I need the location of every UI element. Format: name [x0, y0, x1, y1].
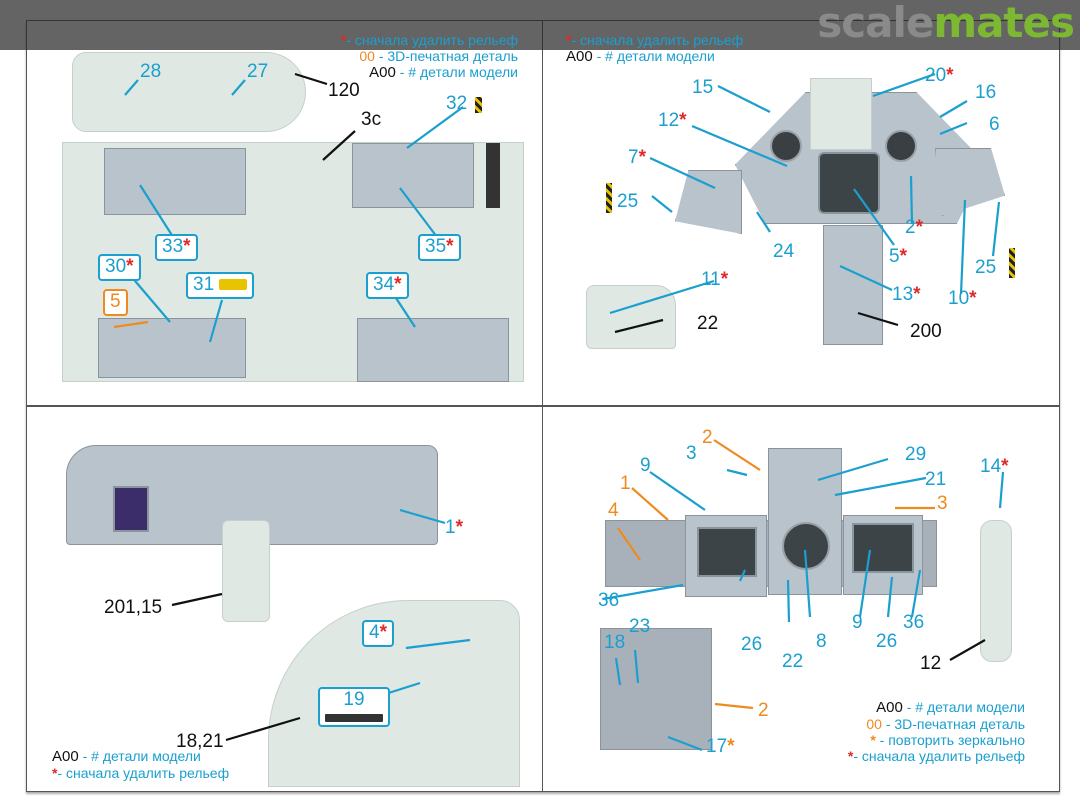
label-5: 5* — [889, 246, 907, 267]
side-panel-22 — [586, 285, 676, 349]
legend-bottom-right: A00 - # детали модели 00 - 3D-печатная д… — [847, 699, 1025, 765]
label-6: 6 — [989, 114, 1000, 135]
label-12: 12* — [658, 110, 687, 131]
instrument-panel-34 — [357, 318, 509, 382]
label-22: 22 — [782, 651, 804, 672]
label-25-right: 25 — [975, 257, 997, 278]
label-1-printed: 1 — [620, 473, 631, 494]
label-12: 12 — [920, 653, 942, 674]
label-24: 24 — [773, 241, 795, 262]
gauge — [770, 130, 802, 162]
callout-31: 31 — [186, 272, 255, 299]
label-120: 120 — [328, 80, 360, 101]
canopy-part — [72, 52, 306, 132]
star-red-icon: * — [340, 32, 347, 48]
led-strip-icon — [325, 713, 383, 722]
label-18: 18 — [604, 632, 626, 653]
label-11: 11* — [701, 269, 729, 290]
label-13: 13* — [892, 284, 921, 305]
label-18-21: 18,21 — [176, 731, 224, 752]
label-36-right: 36 — [903, 612, 925, 633]
legend-bottom-left: A00 - # детали модели *- сначала удалить… — [52, 748, 230, 782]
callout-30: 30* — [98, 254, 141, 281]
callout-34: 34* — [366, 272, 409, 299]
label-2-bottom: 2 — [758, 700, 769, 721]
cylinder-part-201 — [222, 520, 270, 622]
horizontal-divider — [26, 405, 1060, 407]
label-200: 200 — [910, 321, 942, 342]
radar-scope-8 — [782, 522, 830, 570]
hazard-tag-32 — [475, 97, 482, 113]
label-14: 14* — [980, 456, 1009, 477]
hazard-pin-25-left — [606, 183, 612, 213]
instrument-panel-33 — [104, 148, 246, 215]
label-22: 22 — [697, 313, 719, 334]
right-mfd-screen-9 — [852, 523, 914, 573]
label-7: 7* — [628, 147, 646, 168]
legend-top-right: *- сначала удалить рельеф A00 - # детали… — [566, 32, 744, 66]
label-10: 10* — [948, 288, 977, 309]
lower-block-unit — [600, 628, 712, 750]
instrument-panel-35 — [352, 143, 474, 208]
label-1: 1* — [445, 517, 463, 538]
label-23: 23 — [629, 616, 651, 637]
control-stick-12 — [980, 520, 1012, 662]
instrument-panel-30 — [98, 318, 246, 378]
label-21: 21 — [925, 469, 947, 490]
label-8: 8 — [816, 631, 827, 652]
left-mfd-screen-9 — [697, 527, 757, 577]
dashboard-screen — [113, 486, 149, 532]
callout-35: 35* — [418, 234, 461, 261]
label-32: 32 — [446, 93, 468, 114]
label-3-left: 3 — [686, 443, 697, 464]
yellow-strip-icon — [219, 279, 248, 291]
label-26-left: 26 — [741, 634, 763, 655]
star-orange-icon: * — [870, 732, 876, 749]
label-16: 16 — [975, 82, 997, 103]
label-3c: 3c — [361, 109, 382, 130]
label-15: 15 — [692, 77, 714, 98]
label-29: 29 — [905, 444, 927, 465]
label-4-printed: 4 — [608, 500, 619, 521]
callout-4: 4* — [362, 620, 394, 647]
callout-19: 19 — [318, 687, 390, 727]
label-17: 17* — [706, 736, 735, 757]
hud-block — [810, 78, 872, 150]
label-25-left: 25 — [617, 191, 639, 212]
label-9-right: 9 — [852, 612, 863, 633]
mfd-screen-5 — [818, 152, 880, 214]
callout-33: 33* — [155, 234, 198, 261]
watermark-banner — [0, 0, 1080, 50]
label-26-right: 26 — [876, 631, 898, 652]
label-201-15: 201,15 — [104, 597, 163, 618]
label-9-left: 9 — [640, 455, 651, 476]
gauge — [885, 130, 917, 162]
hazard-pin-25-right — [1009, 248, 1015, 278]
center-console-panel — [823, 225, 883, 345]
label-28: 28 — [140, 61, 162, 82]
dark-rail — [486, 143, 500, 208]
scalemates-logo: scalemates — [817, 0, 1075, 47]
callout-5-printed: 5 — [103, 289, 128, 316]
label-20: 20* — [925, 65, 954, 86]
legend-top-left: *- сначала удалить рельеф 00 - 3D-печатн… — [340, 32, 518, 82]
label-3-right: 3 — [937, 493, 948, 514]
label-2: 2* — [905, 217, 923, 238]
label-36-left: 36 — [598, 590, 620, 611]
label-2-top: 2 — [702, 427, 713, 448]
label-27: 27 — [247, 61, 269, 82]
